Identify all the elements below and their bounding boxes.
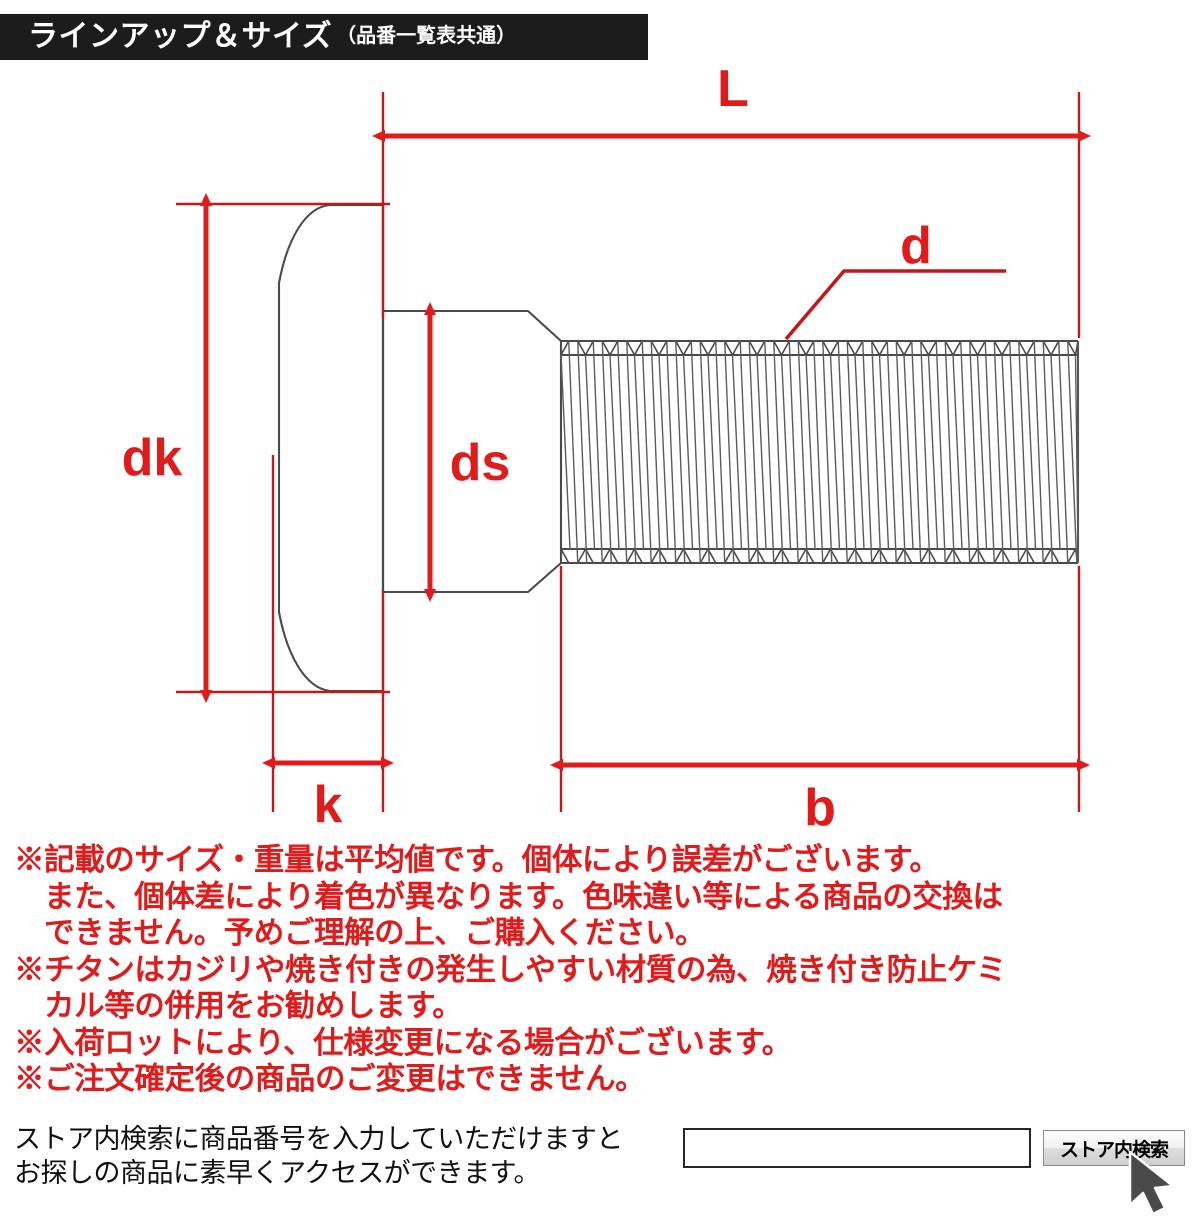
notice-line: ※記載のサイズ・重量は平均値です。個体により誤差がございます。	[14, 843, 940, 877]
notice-line: ※チタンはカジリや焼き付きの発生しやすい材質の為、焼き付き防止ケミ	[14, 952, 1007, 987]
dimension-dk: dk	[122, 193, 212, 703]
dimension-k-label: k	[314, 776, 343, 834]
search-help-line-2: お探しの商品に素早くアクセスができます。	[14, 1158, 540, 1188]
dimension-L: L	[372, 60, 1091, 142]
thread-flank-lines	[560, 340, 1079, 564]
thread-crest-pattern-top	[560, 340, 1079, 356]
bolt-part-outline	[277, 203, 1080, 693]
notice-line: また、個体差により着色が異なります。色味違い等による商品の交換は	[44, 879, 1003, 914]
page-title: ラインアップ＆サイズ	[28, 20, 333, 53]
dimension-b: b	[550, 759, 1090, 837]
dimension-d-leader-line	[784, 269, 1006, 341]
notice-line: カル等の併用をお勧めします。	[44, 989, 463, 1023]
dimension-b-label: b	[804, 779, 836, 837]
bolt-head-profile	[277, 203, 385, 693]
dimension-d: d	[784, 217, 1006, 341]
page-subtitle: （品番一覧表共通）	[336, 25, 517, 47]
notice-line: ※入荷ロットにより、仕様変更になる場合がございます。	[14, 1025, 792, 1060]
bolt-dimension-diagram: L dk ds d k b	[0, 60, 1200, 840]
dimension-k: k	[262, 757, 394, 834]
dimension-extension-lines	[176, 92, 1081, 812]
notice-text-block: ※記載のサイズ・重量は平均値です。個体により誤差がございます。 また、個体差によ…	[14, 842, 1194, 1098]
dimension-ds: ds	[424, 302, 511, 602]
dimension-dk-label: dk	[122, 429, 183, 487]
notice-line: ※ご注文確定後の商品のご変更はできません。	[14, 1062, 646, 1096]
search-help-text: ストア内検索に商品番号を入力していただけますと お探しの商品に素早くアクセスがで…	[14, 1122, 623, 1190]
notice-line: できません。予めご理解の上、ご購入ください。	[44, 916, 706, 950]
store-search-section: ストア内検索に商品番号を入力していただけますと お探しの商品に素早くアクセスがで…	[0, 1118, 1200, 1216]
search-help-line-1: ストア内検索に商品番号を入力していただけますと	[14, 1124, 623, 1154]
header-banner: ラインアップ＆サイズ （品番一覧表共通）	[0, 14, 648, 60]
dimension-ds-label: ds	[450, 434, 511, 492]
store-search-button[interactable]: ストア内検索	[1043, 1130, 1185, 1166]
dimension-L-label: L	[717, 60, 749, 118]
store-search-input[interactable]	[683, 1128, 1031, 1168]
thread-crest-pattern-bottom	[560, 548, 1079, 564]
dimension-d-label: d	[900, 217, 932, 275]
